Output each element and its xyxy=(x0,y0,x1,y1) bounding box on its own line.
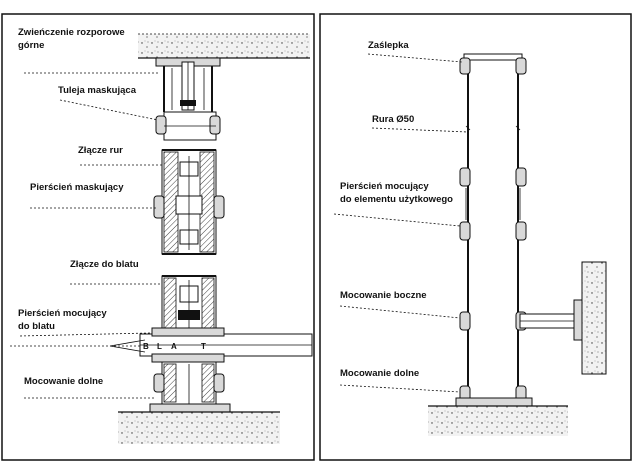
blat-letter-a: A xyxy=(171,342,180,351)
blat-letter-t: T xyxy=(201,342,209,351)
label-bottom-mount-left: Mocowanie dolne xyxy=(24,376,103,387)
table-top: B L A T xyxy=(139,327,313,363)
floor-right xyxy=(428,405,568,436)
masking-sleeve xyxy=(155,111,221,141)
top-spreader-part xyxy=(155,57,221,113)
right-panel: Zaślepka Rura Ø50 Pierścień mocujący do … xyxy=(319,13,632,461)
label-top-spreader-2: górne xyxy=(18,40,44,51)
label-utility-ring-2: do elementu użytkowego xyxy=(340,194,453,205)
floor xyxy=(118,411,280,444)
table-connector xyxy=(161,275,217,333)
left-panel-frame xyxy=(1,13,315,461)
pipe-cap xyxy=(459,53,527,75)
utility-ring xyxy=(459,167,527,241)
bottom-mount xyxy=(149,361,231,429)
label-table-ring: Pierścień mocujący xyxy=(18,308,107,319)
right-panel-frame xyxy=(319,13,632,461)
label-utility-ring: Pierścień mocujący xyxy=(340,181,429,192)
label-table-connector: Złącze do blatu xyxy=(70,259,139,270)
side-mount xyxy=(459,261,607,375)
blat-letter-b: B xyxy=(143,342,152,351)
label-top-spreader: Zwieńczenie rozporowe xyxy=(18,27,125,38)
left-leader-lines xyxy=(10,72,162,399)
label-bottom-mount-right: Mocowanie dolne xyxy=(340,368,419,379)
right-leader-lines xyxy=(333,53,469,393)
pipe-connector xyxy=(153,149,225,255)
ceiling-slab xyxy=(138,33,310,59)
blat-letter-l: L xyxy=(157,342,165,351)
label-table-ring-2: do blatu xyxy=(18,321,55,332)
label-masking-ring: Pierścień maskujący xyxy=(30,182,124,193)
label-pipe-connector: Złącze rur xyxy=(78,145,123,156)
label-sleeve: Tuleja maskująca xyxy=(58,85,137,96)
left-panel: B L A T xyxy=(1,13,315,461)
label-cap: Zaślepka xyxy=(368,40,409,51)
label-pipe: Rura Ø50 xyxy=(372,114,414,125)
label-side-mount: Mocowanie boczne xyxy=(340,290,427,301)
